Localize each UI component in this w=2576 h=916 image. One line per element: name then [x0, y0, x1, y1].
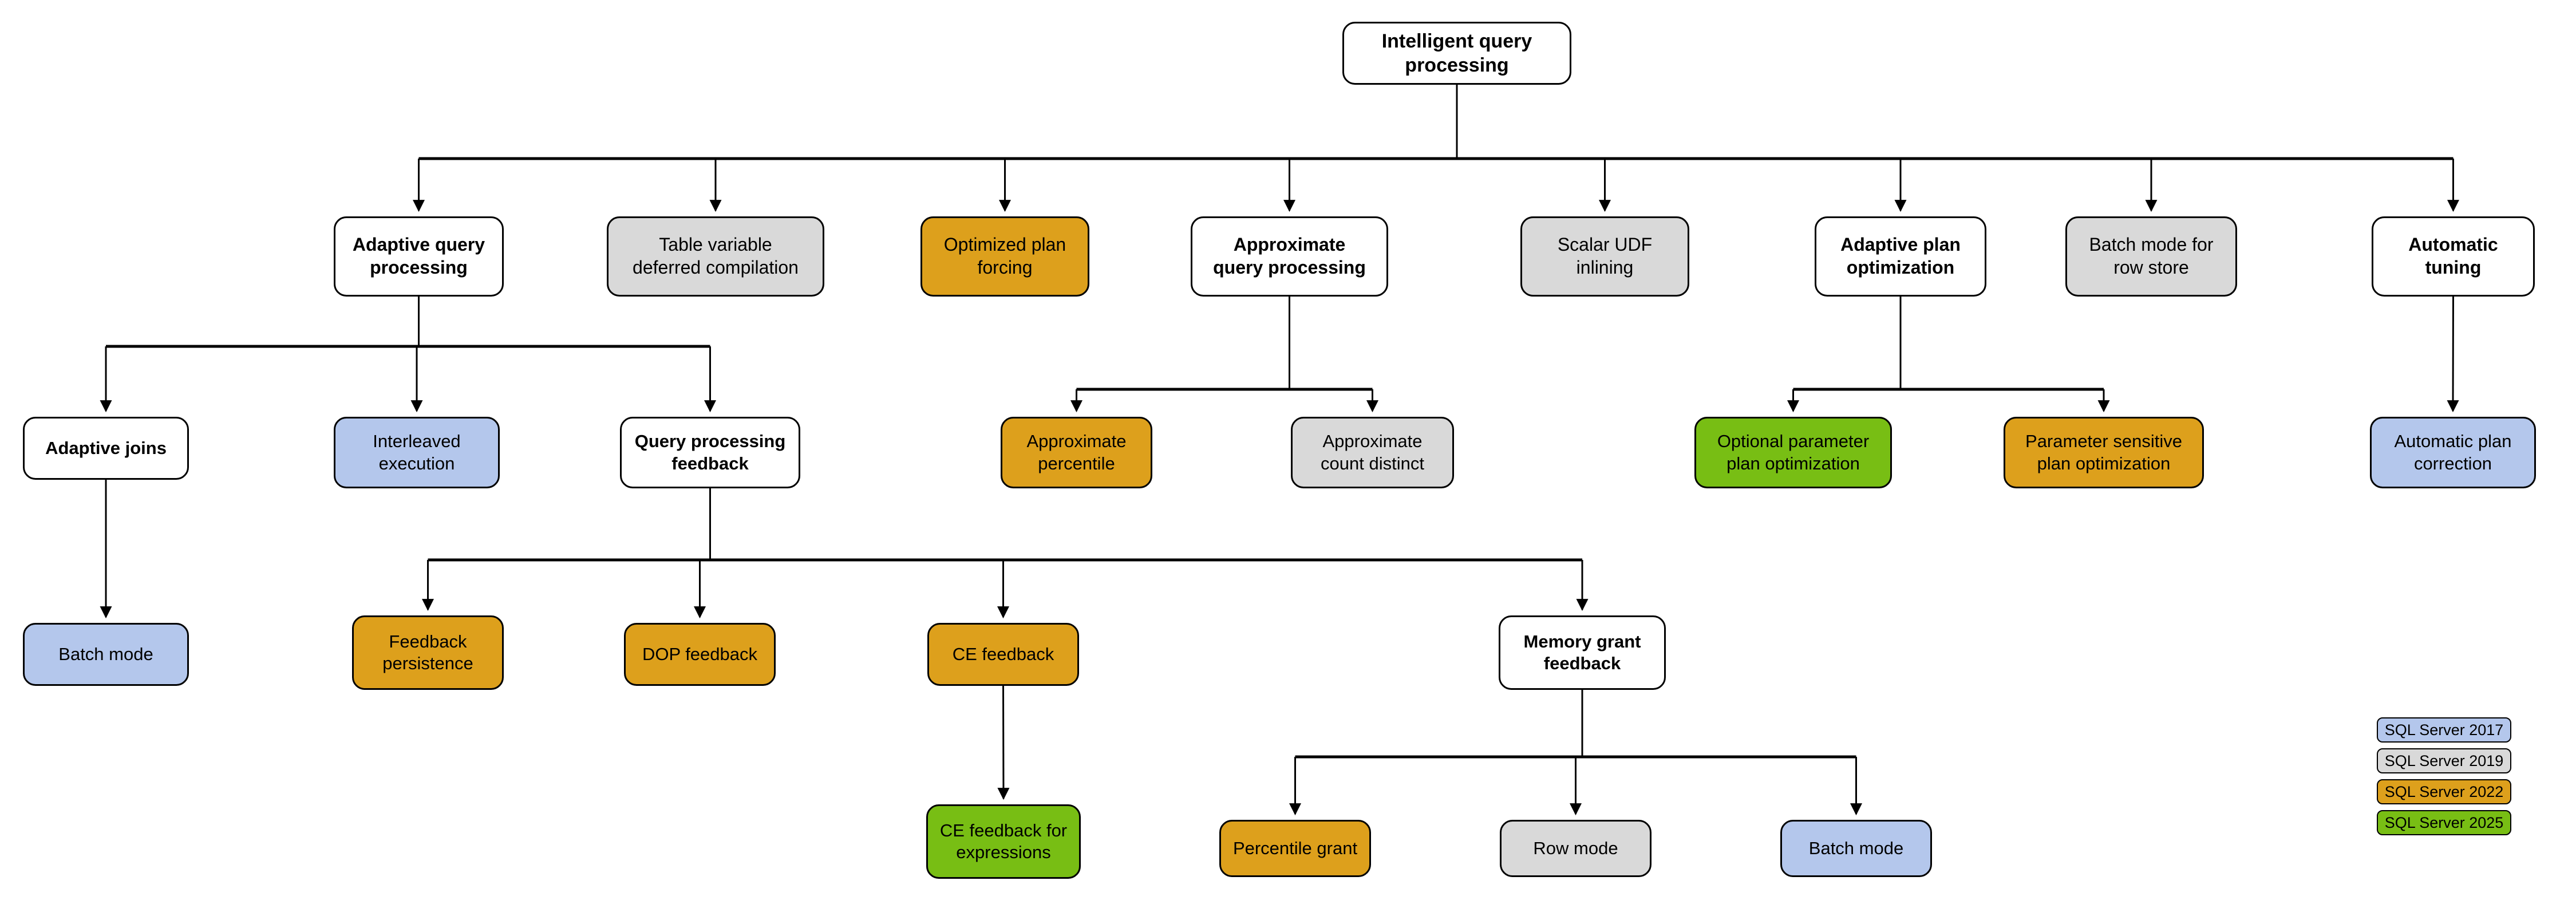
node-automatic-tuning[interactable]: Automatic tuning [2372, 216, 2535, 297]
node-query-processing-feedback[interactable]: Query processing feedback [620, 417, 800, 488]
node-automatic-plan-correction[interactable]: Automatic plan correction [2370, 417, 2536, 488]
node-dop-feedback[interactable]: DOP feedback [624, 623, 776, 686]
node-parameter-sensitive-plan-optimization[interactable]: Parameter sensitive plan optimization [2004, 417, 2204, 488]
connector-line [997, 685, 1010, 800]
node-ce-feedback[interactable]: CE feedback [927, 623, 1079, 686]
node-optional-parameter-plan-optimization[interactable]: Optional parameter plan optimization [1694, 417, 1892, 488]
legend-item-sql-server-2017: SQL Server 2017 [2377, 717, 2511, 743]
node-adaptive-plan-optimization[interactable]: Adaptive plan optimization [1815, 216, 1986, 297]
node-approximate-percentile[interactable]: Approximate percentile [1001, 417, 1152, 488]
node-row-mode[interactable]: Row mode [1500, 820, 1652, 877]
legend-item-sql-server-2025: SQL Server 2025 [2377, 810, 2511, 835]
node-ce-feedback-for-expressions[interactable]: CE feedback for expressions [926, 804, 1081, 879]
node-scalar-udf-inlining[interactable]: Scalar UDF inlining [1520, 216, 1689, 297]
node-batch-mode[interactable]: Batch mode [23, 623, 189, 686]
node-adaptive-joins[interactable]: Adaptive joins [23, 417, 189, 480]
node-batch-mode-for-row-store[interactable]: Batch mode for row store [2065, 216, 2237, 297]
node-optimized-plan-forcing[interactable]: Optimized plan forcing [920, 216, 1089, 297]
node-memory-grant-feedback[interactable]: Memory grant feedback [1499, 615, 1666, 690]
node-approximate-count-distinct[interactable]: Approximate count distinct [1291, 417, 1454, 488]
node-approximate-query-processing[interactable]: Approximate query processing [1191, 216, 1388, 297]
node-feedback-persistence[interactable]: Feedback persistence [352, 615, 504, 690]
node-intelligent-query-processing[interactable]: Intelligent query processing [1342, 22, 1571, 85]
legend-item-sql-server-2019: SQL Server 2019 [2377, 748, 2511, 773]
node-batch-mode[interactable]: Batch mode [1780, 820, 1932, 877]
node-adaptive-query-processing[interactable]: Adaptive query processing [334, 216, 504, 297]
legend-item-sql-server-2022: SQL Server 2022 [2377, 779, 2511, 804]
node-table-variable-deferred-compilation[interactable]: Table variable deferred compilation [607, 216, 824, 297]
node-interleaved-execution[interactable]: Interleaved execution [334, 417, 500, 488]
node-percentile-grant[interactable]: Percentile grant [1219, 820, 1371, 877]
